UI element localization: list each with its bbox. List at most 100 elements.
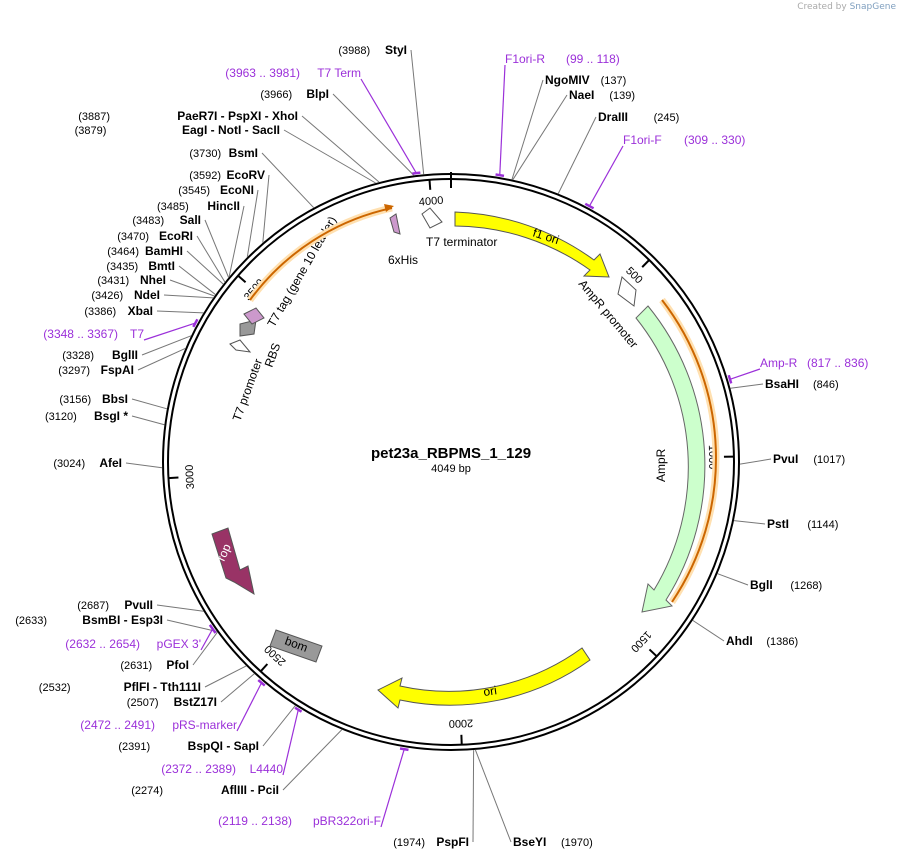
primer-range: (2632 .. 2654): [65, 637, 140, 651]
t7-tag-feature[interactable]: [243, 307, 265, 325]
site-position: (2391): [118, 741, 150, 753]
primer-label[interactable]: Amp-R: [760, 356, 798, 370]
leader-PvuI: [739, 458, 772, 465]
site-label[interactable]: BbsI: [102, 392, 128, 406]
primer-label[interactable]: pGEX 3': [157, 637, 201, 651]
leader-BglI: [717, 573, 749, 586]
site-position: (2532): [39, 682, 71, 694]
credit-prefix: Created by: [797, 2, 847, 12]
leader-AflIII - PciI: [282, 729, 343, 791]
site-position: (1970): [561, 837, 593, 849]
tick-label-4000: 4000: [419, 195, 444, 209]
primer-label[interactable]: pRS-marker: [172, 718, 237, 732]
leader-EcoRV: [262, 174, 270, 243]
rbs-label: RBS: [262, 341, 284, 369]
primer-label[interactable]: F1ori-F: [623, 133, 662, 147]
site-label[interactable]: NgoMIV: [545, 73, 590, 87]
site-label[interactable]: BglII: [112, 348, 138, 362]
plasmid-length: 4049 bp: [431, 463, 471, 475]
site-label[interactable]: BamHI: [145, 244, 183, 258]
site-label[interactable]: EcoRI: [159, 229, 193, 243]
leader-EagI - NotI - SacII: [283, 129, 376, 184]
site-label[interactable]: FspAI: [101, 363, 134, 377]
site-label[interactable]: DraIII: [598, 110, 628, 124]
site-label[interactable]: HincII: [207, 199, 240, 213]
primer-label[interactable]: F1ori-R: [505, 52, 545, 66]
site-position: (1017): [813, 454, 845, 466]
site-position: (2274): [131, 785, 163, 797]
t7-terminator-feature[interactable]: [421, 207, 443, 229]
primer-range: (2472 .. 2491): [80, 718, 155, 732]
site-label[interactable]: PvuI: [773, 452, 798, 466]
site-position: (3730): [189, 148, 221, 160]
site-position: (3966): [260, 89, 292, 101]
ampr-feature[interactable]: [635, 305, 706, 613]
primer-range: (3348 .. 3367): [43, 327, 118, 341]
primer-label[interactable]: T7: [130, 327, 144, 341]
leader-NaeI: [512, 94, 568, 180]
plasmid-name: pet23a_RBPMS_1_129: [371, 445, 531, 462]
site-label[interactable]: BglI: [750, 578, 773, 592]
site-label[interactable]: BsmI: [229, 146, 258, 160]
f1-ori-feature[interactable]: [454, 211, 610, 278]
bom-feature[interactable]: [269, 629, 323, 663]
site-label[interactable]: PvuII: [124, 598, 153, 612]
site-label[interactable]: BmtI: [148, 259, 175, 273]
primer-binding-site: [257, 679, 266, 687]
site-label[interactable]: AflIII - PciI: [221, 783, 279, 797]
site-label[interactable]: BsaHI: [765, 377, 799, 391]
rop-feature[interactable]: [211, 527, 255, 596]
leader-PfoI: [192, 631, 218, 666]
ori-feature[interactable]: [377, 647, 591, 709]
leader-XbaI: [156, 310, 204, 314]
primer-leader: [380, 749, 405, 828]
primer-range: (309 .. 330): [684, 133, 745, 147]
ampr-promoter-feature[interactable]: [617, 276, 637, 307]
primer-label[interactable]: L4440: [250, 762, 284, 776]
site-label[interactable]: BsgI *: [94, 409, 128, 423]
primer-binding-site: [727, 374, 733, 384]
site-label[interactable]: EagI - NotI - SacII: [182, 123, 280, 137]
site-position: (139): [609, 90, 635, 102]
leader-PaeR7I - PspXI - XhoI: [301, 115, 380, 183]
site-label[interactable]: EcoRV: [227, 168, 265, 182]
tick-label-2000: 2000: [448, 716, 473, 729]
primer-label[interactable]: T7 Term: [317, 66, 361, 80]
leader-BsmI: [261, 152, 315, 209]
site-label[interactable]: EcoNI: [220, 183, 254, 197]
primer-binding-site: [294, 706, 303, 713]
primer-leader: [360, 78, 417, 174]
site-label[interactable]: PspFI: [436, 835, 469, 849]
primer-leader: [143, 322, 196, 341]
site-label[interactable]: AfeI: [99, 456, 122, 470]
site-label[interactable]: PflFI - Tth111I: [124, 680, 201, 694]
primer-leader: [588, 145, 624, 207]
ampr-orf-arrow: [661, 299, 717, 603]
site-label[interactable]: NdeI: [134, 288, 160, 302]
site-label[interactable]: NheI: [140, 273, 166, 287]
leader-BamHI: [186, 250, 224, 285]
his-tag-feature[interactable]: [389, 213, 401, 235]
backbone-inner: [167, 178, 735, 746]
site-label[interactable]: PstI: [767, 517, 789, 531]
leader-AfeI: [125, 462, 163, 469]
site-label[interactable]: PaeR7I - PspXI - XhoI: [177, 109, 298, 123]
site-label[interactable]: AhdI: [726, 634, 753, 648]
site-label[interactable]: BsmBI - Esp3I: [82, 613, 163, 627]
tick-3500: [237, 274, 247, 283]
site-label[interactable]: NaeI: [569, 88, 594, 102]
site-label[interactable]: BlpI: [306, 87, 329, 101]
site-label[interactable]: BspQI - SapI: [188, 739, 259, 753]
t7-promoter-feature[interactable]: [229, 339, 252, 353]
site-label[interactable]: BseYI: [513, 835, 546, 849]
primer-binding-site: [192, 318, 199, 328]
ampr-label: AmpR: [654, 448, 668, 482]
primer-label[interactable]: pBR322ori-F: [313, 814, 381, 828]
primer-binding-site: [584, 202, 595, 210]
site-label[interactable]: XbaI: [128, 304, 153, 318]
site-position: (3120): [45, 411, 77, 423]
site-label[interactable]: StyI: [385, 43, 407, 57]
site-label[interactable]: PfoI: [166, 658, 189, 672]
site-label[interactable]: SalI: [180, 213, 201, 227]
site-label[interactable]: BstZ17I: [174, 695, 217, 709]
